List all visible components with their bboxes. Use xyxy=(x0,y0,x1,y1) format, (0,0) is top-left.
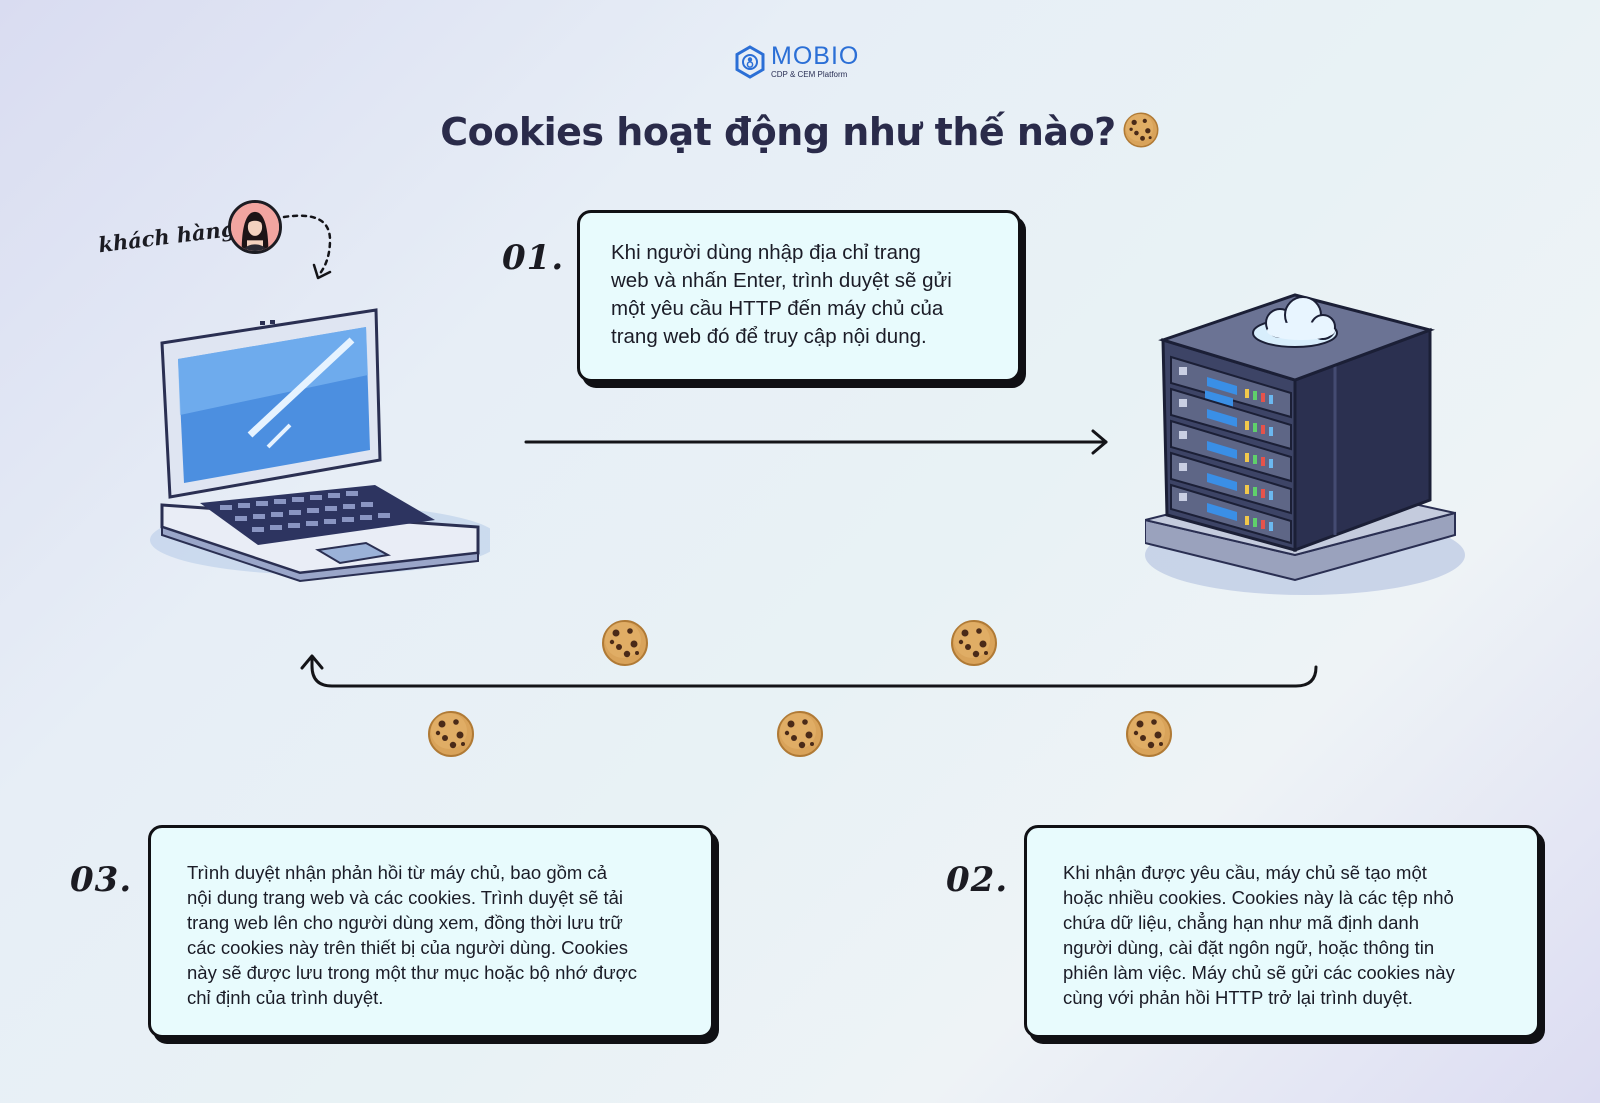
page-title: Cookies hoạt động như thế nào? xyxy=(0,110,1600,154)
step-text-2: Khi nhận được yêu cầu, máy chủ sẽ tạo mộ… xyxy=(1063,862,1455,1008)
cookie-icon xyxy=(428,711,474,757)
customer-dashed-arrow xyxy=(282,214,332,278)
customer-dashed-arrowhead xyxy=(312,263,332,280)
cloud-icon xyxy=(1252,296,1338,348)
customer-avatar-icon xyxy=(228,200,282,254)
page-title-text: Cookies hoạt động như thế nào? xyxy=(440,110,1116,154)
cookie-icon xyxy=(777,711,823,757)
laptop-icon xyxy=(150,308,490,583)
step-box-3: Trình duyệt nhận phản hồi từ máy chủ, ba… xyxy=(148,825,714,1038)
brand-tagline: CDP & CEM Platform xyxy=(771,70,848,79)
step-text-1: Khi người dùng nhập địa chỉ trang web và… xyxy=(611,241,952,348)
step-number-2: 02. xyxy=(946,860,1009,900)
mobio-logo-icon xyxy=(735,44,765,79)
step-box-2: Khi nhận được yêu cầu, máy chủ sẽ tạo mộ… xyxy=(1024,825,1540,1038)
brand-logo: MOBIO CDP & CEM Platform xyxy=(733,44,859,79)
step-number-1: 01. xyxy=(502,238,565,278)
request-arrow xyxy=(524,429,1108,455)
cookie-icon xyxy=(602,620,648,666)
cookie-icon xyxy=(1126,711,1172,757)
cookie-icon xyxy=(951,620,997,666)
step-box-1: Khi người dùng nhập địa chỉ trang web và… xyxy=(577,210,1021,382)
step-text-3: Trình duyệt nhận phản hồi từ máy chủ, ba… xyxy=(187,862,637,1008)
step-number-3: 03. xyxy=(70,860,133,900)
server-icon xyxy=(1145,293,1465,595)
brand-name: MOBIO xyxy=(771,42,860,70)
response-arrow xyxy=(300,654,1318,688)
